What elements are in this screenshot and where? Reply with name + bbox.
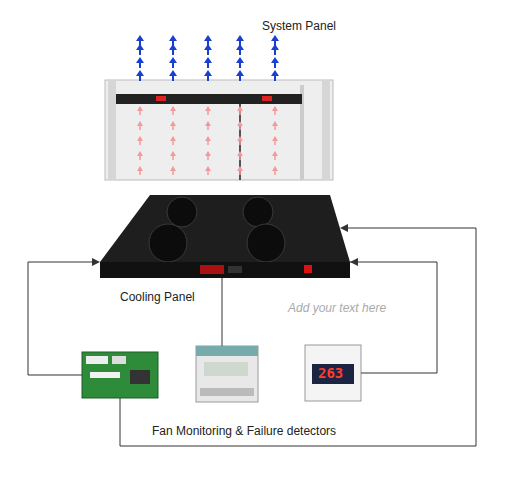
control-module [196,346,258,402]
cooling-panel: Cooling Panel [100,195,350,278]
warm-air-arrows [137,106,278,175]
rack-illustration [105,80,333,180]
node-text: System Panel [262,19,336,33]
rack-panel: System Panel [105,80,333,180]
arrow-head [92,258,100,266]
thermostat-device [305,345,361,401]
node-text: Cooling Panel [120,290,195,304]
cool-air-arrows [136,35,279,81]
controller-board [82,352,158,398]
thermostat-display: 263 [305,345,361,401]
cooling-panel-illustration [100,195,350,278]
node-text: 263 [318,365,343,381]
signal-wires [28,228,476,446]
note-text: Add your text here [288,301,386,315]
caption-label: Fan Monitoring & Failure detectors [152,424,336,438]
connector-arrow [350,262,437,373]
arrow-head [340,224,348,232]
